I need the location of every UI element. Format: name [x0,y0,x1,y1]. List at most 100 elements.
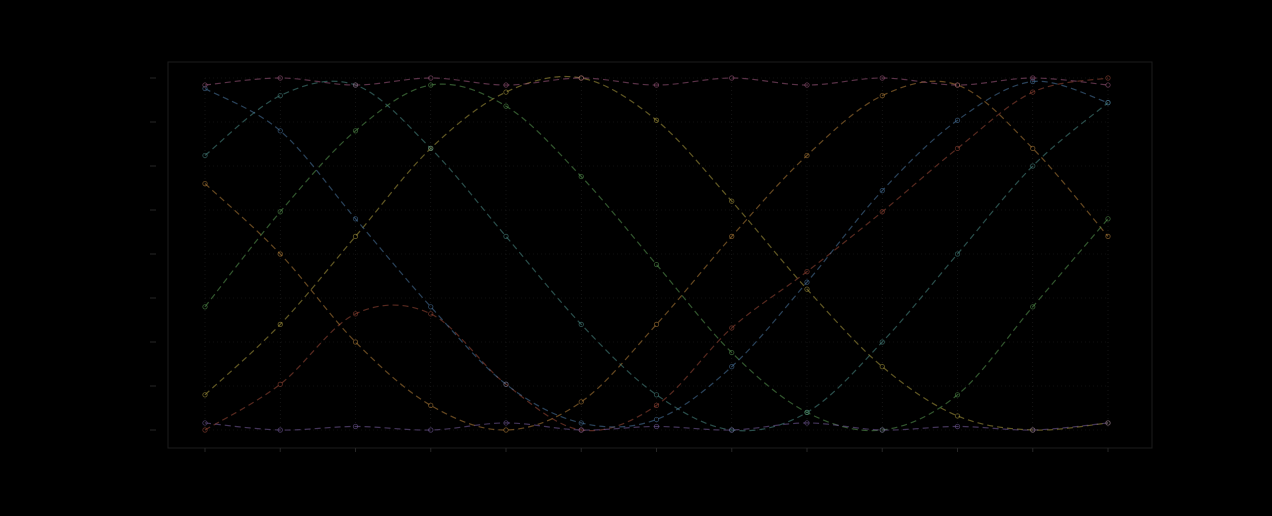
series-4-point [428,145,434,151]
series-1-point [503,427,509,433]
series-1-point [879,93,885,99]
series-2-point [954,413,961,419]
series-0-point [1030,89,1036,95]
series-6-point [1030,427,1036,433]
series-line-2 [204,75,1109,431]
y-axis-ticks [150,77,156,431]
series-3-point [428,82,434,88]
series-1-point [202,181,208,187]
series-line-0 [204,77,1109,432]
series-7-point [202,82,208,88]
series-1-point [277,251,283,257]
series-7-point [503,82,509,88]
series-0-point [352,311,359,317]
series-1-point [1030,145,1036,151]
series-line-4 [204,80,1109,432]
series-4-point [1030,163,1036,169]
series-1-point [804,152,810,159]
series-6-point [729,427,735,433]
series-7-point [352,82,359,88]
series-4-point [804,409,810,415]
series-lines [204,75,1109,432]
series-3-point [578,173,584,180]
series-5-point [1105,100,1111,106]
series-1-point [1105,233,1111,239]
series-5-point [503,381,509,387]
series-2-point [202,392,208,398]
series-2-point [653,117,660,123]
series-7-point [277,75,283,81]
series-0-point [277,381,283,387]
series-3-point [1030,304,1036,310]
series-0-point [1105,75,1111,81]
series-5-point [879,188,885,194]
series-line-6 [204,422,1109,431]
series-1-point [578,399,584,405]
plot-area-frame [167,61,1153,449]
series-7-point [954,82,961,88]
series-5-point [653,416,660,423]
series-4-point [202,152,208,159]
series-2-point [352,233,359,239]
series-5-point [1030,78,1036,85]
series-5-point [428,304,434,310]
series-1-point [653,321,660,327]
series-0-point [202,427,208,433]
series-0-point [804,268,810,275]
series-6-point [503,420,509,426]
series-7-point [804,82,810,88]
series-5-point [202,85,208,92]
series-7-point [428,75,434,81]
series-6-point [578,427,584,433]
series-6-point [653,423,660,430]
series-5-point [352,216,359,222]
series-7-point [1030,75,1036,81]
series-3-point [1105,216,1111,222]
x-axis-ticks [204,448,1109,452]
series-3-point [202,304,208,310]
series-7-point [578,75,584,81]
series-7-point [879,75,885,81]
series-0-point [428,311,434,317]
series-4-point [879,339,885,345]
series-3-point [653,261,660,268]
series-4-point [277,93,283,99]
series-4-point [578,321,584,327]
series-0-point [954,145,961,151]
series-3-point [954,392,961,398]
series-5-point [729,364,735,370]
series-5-point [277,128,283,134]
series-2-point [503,89,509,95]
series-3-point [277,209,283,215]
series-7-point [729,75,735,81]
series-1-point [352,339,359,345]
series-4-point [653,392,660,398]
series-3-point [503,103,509,109]
series-4-point [503,233,509,239]
series-1-point [428,402,434,408]
series-1-point [729,233,735,239]
series-3-point [729,349,735,356]
series-5-point [804,279,810,285]
series-2-point [729,198,735,204]
series-0-point [653,402,660,408]
series-3-point [352,128,359,134]
series-6-point [428,427,434,433]
series-6-point [1105,420,1111,426]
series-line-7 [204,77,1109,86]
series-6-point [352,423,359,430]
series-6-point [804,420,810,426]
series-6-point [202,420,208,426]
series-5-point [578,420,584,426]
series-2-point [804,286,810,292]
series-6-point [954,423,961,430]
series-line-3 [204,83,1109,432]
series-0-point [729,325,735,331]
series-7-point [1105,82,1111,88]
series-0-point [879,209,885,215]
series-markers [202,75,1111,433]
series-2-point [277,321,283,327]
series-line-5 [204,80,1109,428]
